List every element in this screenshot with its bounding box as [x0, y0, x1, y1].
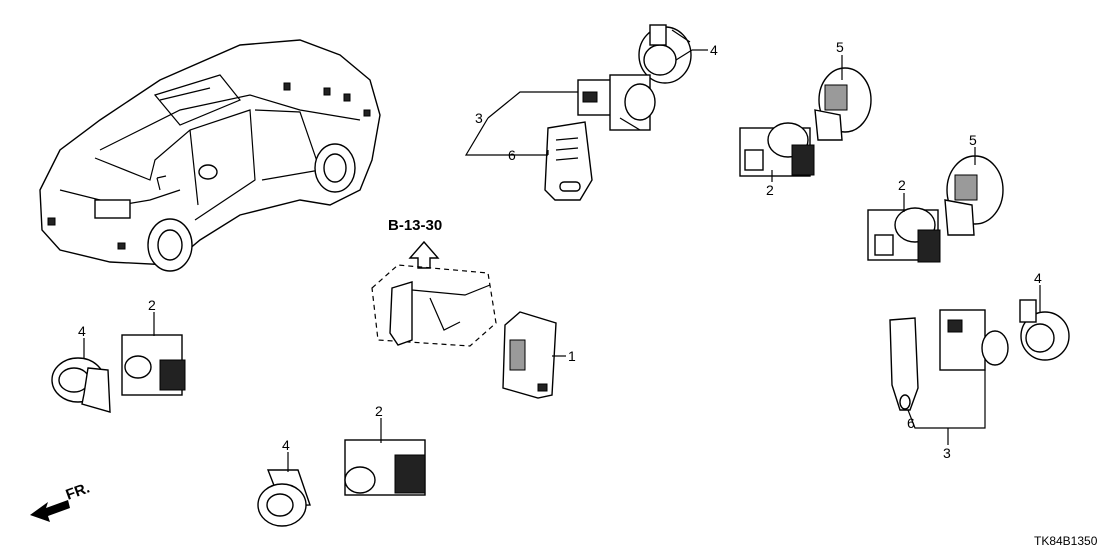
sensor-3-bottom	[939, 309, 1009, 371]
callout-2-left: 2	[148, 297, 156, 313]
sensor-3-top	[577, 74, 656, 131]
front-direction-arrow-icon	[30, 500, 70, 522]
callout-3-top: 3	[475, 110, 483, 126]
callout-4-top: 4	[710, 42, 718, 58]
callout-4-bottom: 4	[282, 437, 290, 453]
leader-3-bottom	[907, 370, 986, 445]
front-label: FR.	[64, 480, 93, 504]
bracket-6-bottom	[889, 317, 919, 411]
sensor-5-upper	[814, 67, 872, 141]
sensor-5-lower	[944, 155, 1004, 236]
bracket-6-top	[544, 121, 593, 201]
callout-2-right: 2	[898, 177, 906, 193]
sensor-2-bottom	[344, 439, 426, 496]
callout-5-upper: 5	[836, 39, 844, 55]
leader-3-top	[464, 91, 578, 156]
callout-3-bottom: 3	[943, 445, 951, 461]
up-arrow-icon	[408, 240, 440, 269]
sensor-2-right	[867, 207, 941, 263]
diagram-code: TK84B1350	[1034, 534, 1098, 548]
sensor-4-right	[1019, 299, 1070, 361]
control-unit-1	[502, 311, 557, 399]
callout-1: 1	[568, 348, 576, 364]
callout-6-top: 6	[508, 147, 516, 163]
callout-4-right: 4	[1034, 270, 1042, 286]
callout-2-mid: 2	[766, 182, 774, 198]
callout-6-bottom: 6	[907, 415, 915, 431]
sensor-2-left	[121, 334, 186, 396]
sensor-4-left	[51, 357, 111, 413]
reference-label: B-13-30	[388, 217, 442, 234]
callout-2-bottom: 2	[375, 403, 383, 419]
sensor-4-top	[638, 24, 693, 84]
sensor-2-mid	[739, 122, 815, 177]
sensor-4-bottom	[257, 469, 311, 527]
vehicle-illustration	[39, 39, 381, 272]
callout-4-left: 4	[78, 323, 86, 339]
callout-5-lower: 5	[969, 132, 977, 148]
bracket-assembly-dashed	[371, 264, 497, 347]
